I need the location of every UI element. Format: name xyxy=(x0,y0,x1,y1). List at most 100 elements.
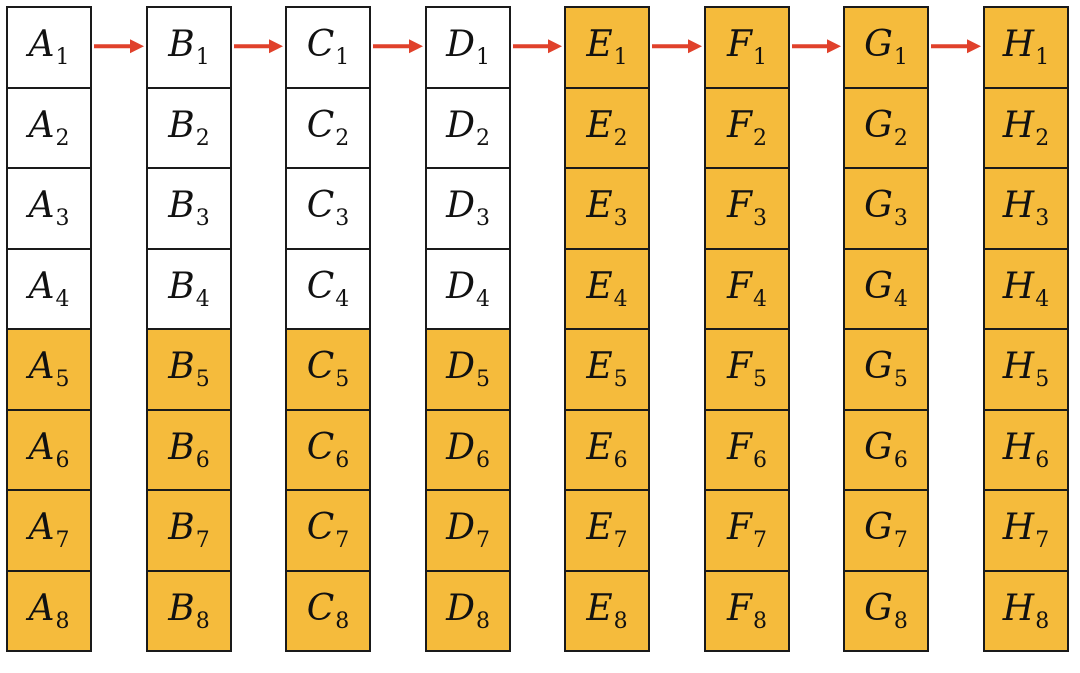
cell-subscript: 8 xyxy=(1035,608,1050,634)
cell-subscript: 4 xyxy=(55,286,70,312)
cell-d4: D4 xyxy=(425,247,511,330)
cell-letter: E xyxy=(586,24,613,66)
cell-letter: B xyxy=(168,104,195,146)
cell-label: C4 xyxy=(307,268,350,310)
cell-a2: A2 xyxy=(6,86,92,169)
cell-subscript: 6 xyxy=(1035,447,1050,473)
cell-h1: H1 xyxy=(983,6,1069,89)
cell-label: A8 xyxy=(29,590,70,632)
cell-c6: C6 xyxy=(285,408,371,491)
cell-subscript: 1 xyxy=(893,45,908,71)
cell-label: G6 xyxy=(864,429,908,471)
cell-letter: C xyxy=(306,185,335,227)
cell-label: H4 xyxy=(1002,265,1049,310)
cell-label: D4 xyxy=(446,268,490,310)
cell-subscript: 1 xyxy=(335,45,350,71)
cell-letter: B xyxy=(168,265,195,307)
cell-subscript: 1 xyxy=(613,45,628,71)
cell-subscript: 2 xyxy=(893,125,908,151)
cell-d5: D5 xyxy=(425,328,511,411)
cell-g6: G6 xyxy=(843,408,929,491)
cell-letter: H xyxy=(1002,185,1035,227)
cell-h7: H7 xyxy=(983,489,1069,572)
cell-subscript: 8 xyxy=(335,608,350,634)
cell-letter: E xyxy=(586,587,613,629)
cell-d6: D6 xyxy=(425,408,511,491)
cell-letter: B xyxy=(168,507,195,549)
cell-subscript: 2 xyxy=(335,125,350,151)
cell-b3: B3 xyxy=(146,167,232,250)
cell-subscript: 7 xyxy=(752,528,767,554)
cell-label: A6 xyxy=(28,426,70,471)
cell-label: B7 xyxy=(168,507,209,552)
cell-a4: A4 xyxy=(6,247,92,330)
cell-label: B2 xyxy=(168,104,209,149)
cell-letter: E xyxy=(586,507,613,549)
cell-label: B6 xyxy=(168,426,209,471)
cell-label: F3 xyxy=(727,188,767,230)
cell-f3: F3 xyxy=(704,167,790,250)
cell-label: B1 xyxy=(168,27,209,69)
cell-subscript: 4 xyxy=(1035,286,1050,312)
cell-subscript: 5 xyxy=(195,367,210,393)
cell-b1: B1 xyxy=(146,6,232,89)
cell-letter: A xyxy=(28,426,55,468)
cell-label: C3 xyxy=(306,185,350,230)
cell-subscript: 1 xyxy=(475,45,490,71)
cell-label: H6 xyxy=(1003,429,1049,471)
cell-subscript: 6 xyxy=(55,447,70,473)
cell-letter: A xyxy=(28,185,55,227)
cell-subscript: 2 xyxy=(475,125,490,151)
cell-f1: F1 xyxy=(704,6,790,89)
cell-label: G5 xyxy=(864,349,908,391)
cell-letter: C xyxy=(306,426,335,468)
cell-subscript: 3 xyxy=(1035,206,1050,232)
cell-a3: A3 xyxy=(6,167,92,250)
cell-c3: C3 xyxy=(285,167,371,250)
cell-c5: C5 xyxy=(285,328,371,411)
cell-label: C7 xyxy=(307,510,350,552)
cell-letter: F xyxy=(727,587,752,629)
cell-letter: E xyxy=(586,346,613,388)
cell-e1: E1 xyxy=(564,6,650,89)
cell-h4: H4 xyxy=(983,247,1069,330)
cell-subscript: 4 xyxy=(752,286,767,312)
cell-label: C2 xyxy=(307,107,350,149)
cell-subscript: 4 xyxy=(475,286,490,312)
cell-label: B4 xyxy=(168,265,209,310)
cell-subscript: 1 xyxy=(195,45,210,71)
cell-letter: H xyxy=(1002,587,1035,629)
cell-c8: C8 xyxy=(285,569,371,652)
cell-letter: F xyxy=(727,24,752,66)
cell-subscript: 8 xyxy=(195,608,210,634)
cell-subscript: 7 xyxy=(1035,528,1050,554)
cell-letter: G xyxy=(864,587,893,629)
cell-letter: B xyxy=(168,587,195,629)
cell-letter: A xyxy=(28,265,55,307)
cell-letter: H xyxy=(1002,265,1035,307)
cell-g7: G7 xyxy=(843,489,929,572)
cell-letter: B xyxy=(168,426,195,468)
cell-letter: G xyxy=(864,24,893,66)
cell-b6: B6 xyxy=(146,408,232,491)
cell-label: E7 xyxy=(586,507,627,552)
cell-b8: B8 xyxy=(146,569,232,652)
cell-d7: D7 xyxy=(425,489,511,572)
cell-label: B3 xyxy=(168,188,209,230)
cell-subscript: 8 xyxy=(613,608,628,634)
cell-subscript: 3 xyxy=(335,206,350,232)
cell-letter: H xyxy=(1002,24,1035,66)
cell-h2: H2 xyxy=(983,86,1069,169)
cell-label: H3 xyxy=(1002,185,1049,230)
cell-g1: G1 xyxy=(843,6,929,89)
cell-subscript: 2 xyxy=(55,125,70,151)
cell-label: C6 xyxy=(306,426,350,471)
cell-label: G8 xyxy=(864,587,908,632)
cell-subscript: 6 xyxy=(335,447,350,473)
cell-label: F7 xyxy=(727,510,767,552)
cell-e8: E8 xyxy=(564,569,650,652)
